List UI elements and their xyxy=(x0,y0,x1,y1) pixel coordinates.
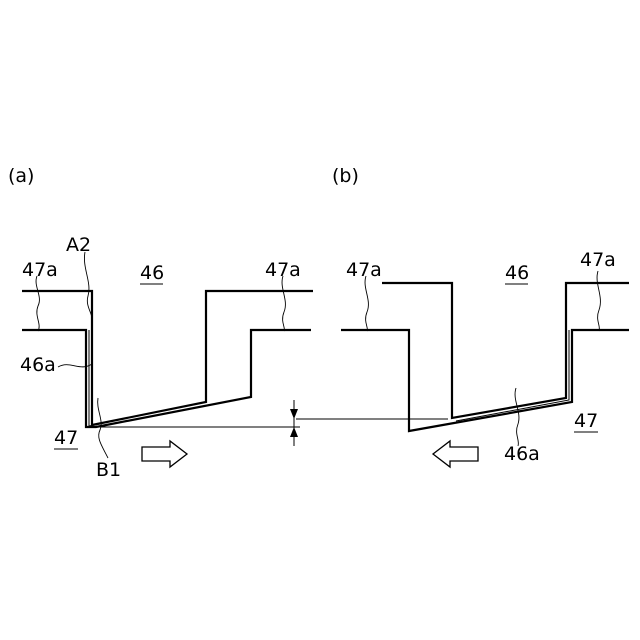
panel-b-label-46: 46 xyxy=(505,262,529,284)
panel-a-movement-arrow-right-icon xyxy=(142,441,187,467)
panel-a-sheet-inner-line xyxy=(89,330,100,426)
panel-b-label-47a-right: 47a xyxy=(580,249,616,271)
panel-a-label-b1: B1 xyxy=(96,459,121,481)
panel-b-tag: (b) xyxy=(332,165,359,187)
panel-a-leader-47a-right xyxy=(282,276,285,331)
panel-b-movement-arrow-left-icon xyxy=(433,441,478,467)
panel-b: (b) 47a 46 47a 46a 47 xyxy=(332,165,629,467)
panel-b-label-47: 47 xyxy=(574,410,598,432)
panel-b-leader-47a-left xyxy=(365,276,368,331)
panel-a-upper-member-outline xyxy=(22,291,313,425)
panel-a-label-46: 46 xyxy=(140,262,164,284)
panel-a-label-a2: A2 xyxy=(66,234,91,256)
panel-b-leader-46a xyxy=(515,388,519,446)
panel-a-lower-member-outline xyxy=(22,330,311,427)
panel-b-upper-member-outline xyxy=(382,283,629,418)
panel-a-leader-b1 xyxy=(98,398,108,458)
panel-a: (a) 47a A2 46 47a 46a 47 B1 xyxy=(8,165,313,481)
height-difference-dimension xyxy=(100,400,448,446)
panel-b-label-46a: 46a xyxy=(504,443,540,465)
panel-a-label-47a-left: 47a xyxy=(22,259,58,281)
panel-a-label-46a: 46a xyxy=(20,354,56,376)
panel-b-leader-47a-right xyxy=(597,271,600,331)
panel-a-label-47: 47 xyxy=(54,427,78,449)
panel-a-tag: (a) xyxy=(8,165,34,187)
panel-a-label-47a-right: 47a xyxy=(265,259,301,281)
dimension-arrowhead-down-icon xyxy=(290,409,298,419)
panel-b-label-47a-left: 47a xyxy=(346,259,382,281)
panel-a-leader-47a-left xyxy=(36,276,39,331)
dimension-arrowhead-up-icon xyxy=(290,427,298,437)
